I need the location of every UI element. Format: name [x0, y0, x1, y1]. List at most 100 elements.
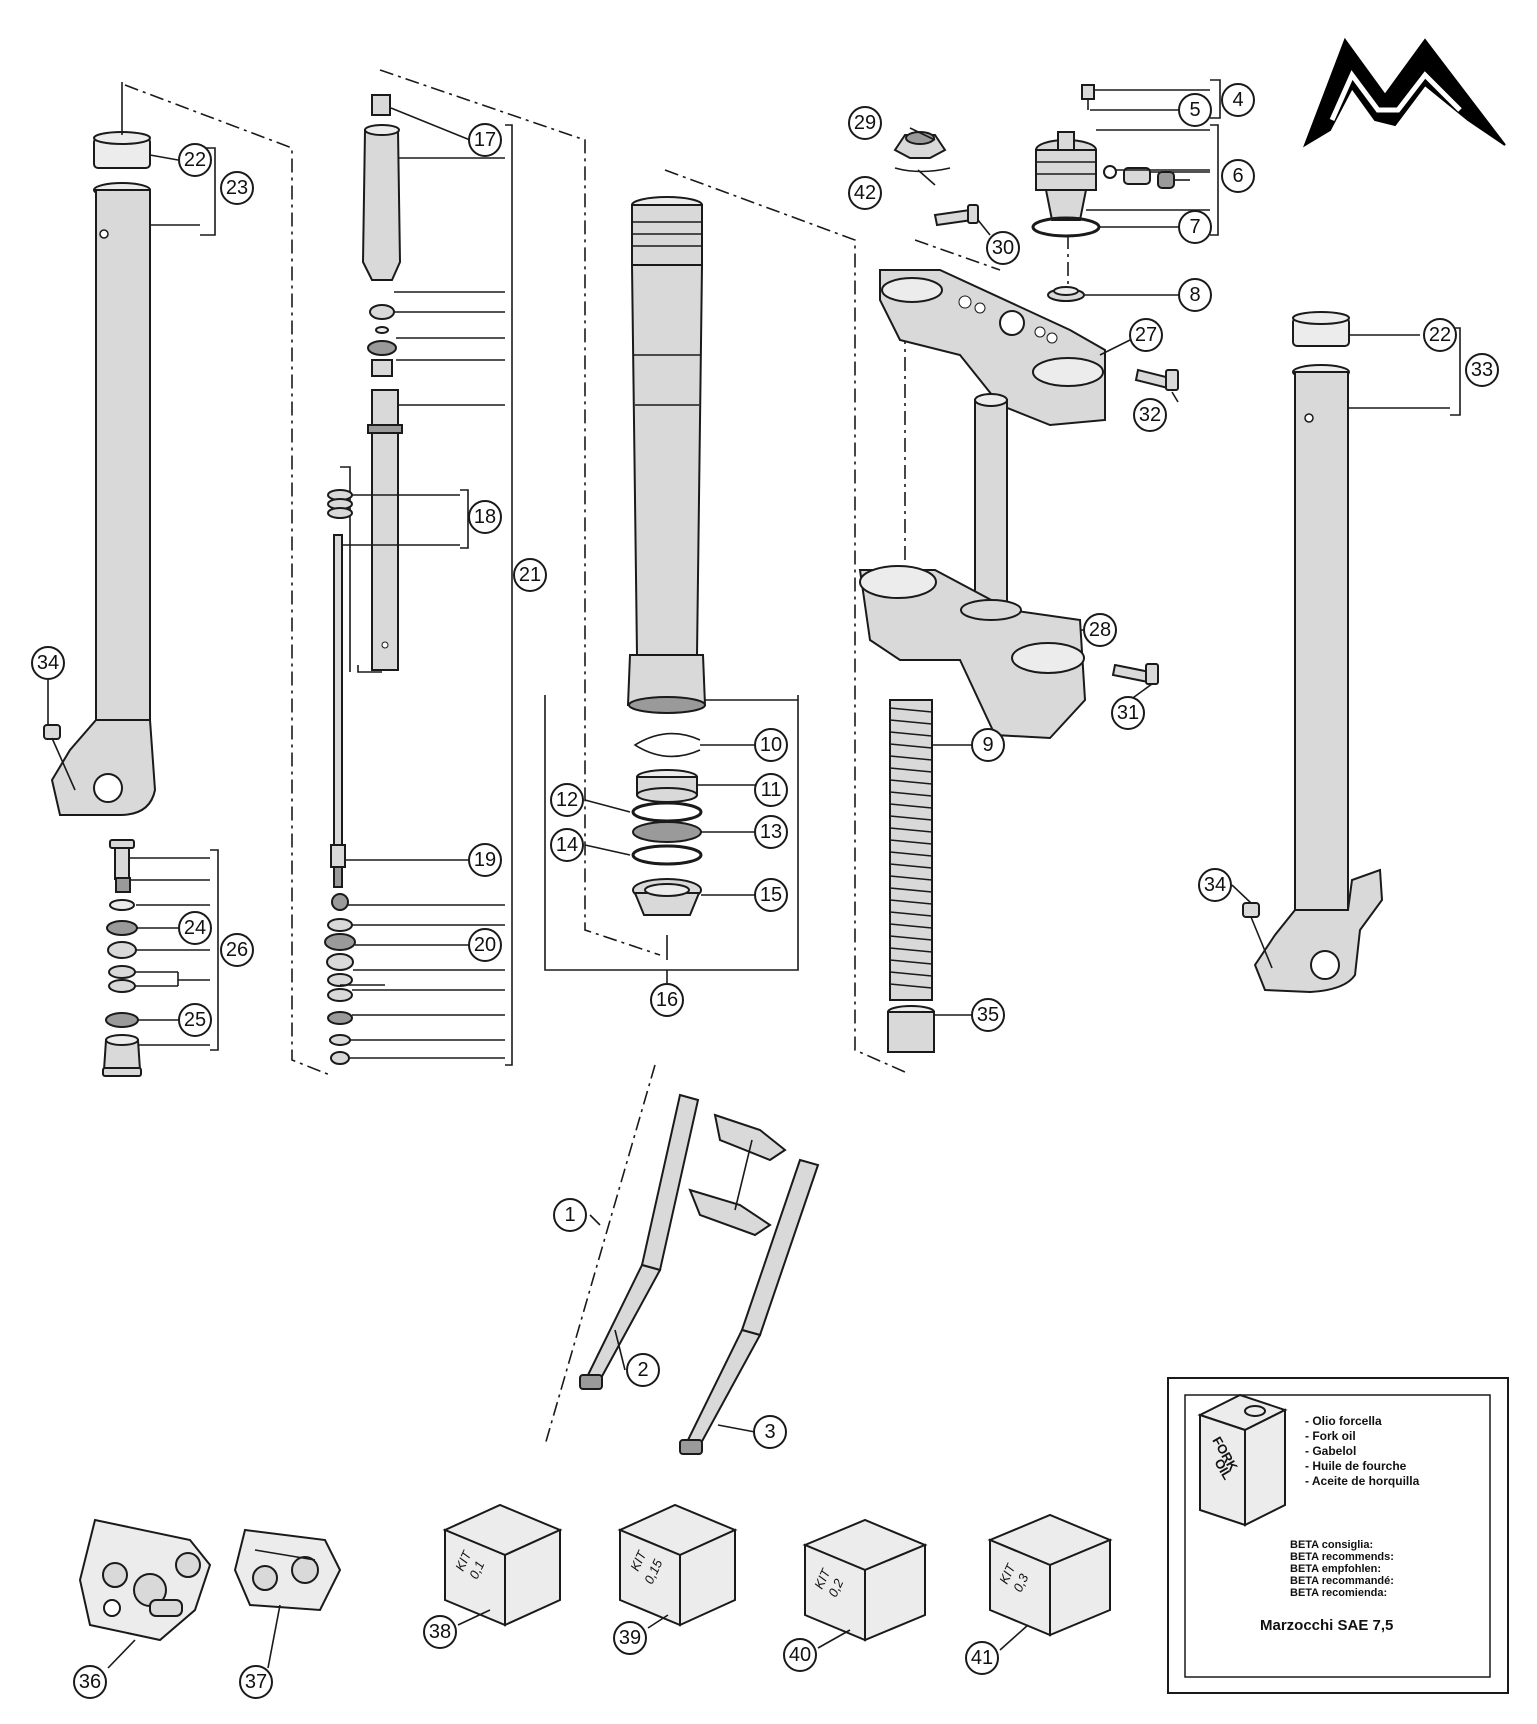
svg-text:9: 9 — [982, 734, 993, 756]
callout-32: 32 — [1133, 398, 1167, 432]
oil-name-en: - Fork oil — [1305, 1429, 1356, 1443]
svg-text:17: 17 — [474, 129, 496, 151]
svg-text:7: 7 — [1189, 216, 1200, 238]
callout-10: 10 — [754, 728, 788, 762]
callout-29: 29 — [848, 106, 882, 140]
svg-text:33: 33 — [1471, 359, 1493, 381]
recommend-de: BETA empfohlen: — [1290, 1563, 1381, 1575]
callout-21: 21 — [513, 558, 547, 592]
callout-6: 6 — [1221, 159, 1255, 193]
svg-text:27: 27 — [1135, 324, 1157, 346]
svg-text:30: 30 — [992, 237, 1014, 259]
callout-35: 35 — [971, 998, 1005, 1032]
svg-text:15: 15 — [760, 884, 782, 906]
left-outer-tube — [43, 131, 157, 816]
callout-3: 3 — [753, 1415, 787, 1449]
callout-31: 31 — [1111, 696, 1145, 730]
svg-text:3: 3 — [764, 1421, 775, 1443]
callout-13: 13 — [754, 815, 788, 849]
callout-34-right: 34 — [1198, 868, 1232, 902]
fork-assembly-thumbnail — [544, 1064, 820, 1455]
svg-text:6: 6 — [1232, 165, 1243, 187]
svg-text:34: 34 — [1204, 874, 1226, 896]
marzocchi-m-logo — [1303, 37, 1506, 148]
svg-text:5: 5 — [1189, 99, 1200, 121]
svg-text:29: 29 — [854, 112, 876, 134]
svg-text:16: 16 — [656, 989, 678, 1011]
oil-name-it: - Olio forcella — [1305, 1414, 1382, 1428]
upper-triple-clamp — [879, 269, 1179, 427]
kit-box-4: KIT 0,3 — [987, 1513, 1113, 1637]
svg-text:37: 37 — [245, 1671, 267, 1693]
callout-1: 1 — [553, 1198, 587, 1232]
svg-text:31: 31 — [1117, 702, 1139, 724]
svg-text:26: 26 — [226, 939, 248, 961]
callout-30: 30 — [986, 231, 1020, 265]
callout-42: 42 — [848, 176, 882, 210]
kit-box-3: KIT 0,2 — [802, 1518, 928, 1642]
callout-22-left: 22 — [178, 143, 212, 177]
svg-text:1: 1 — [564, 1204, 575, 1226]
left-damper-parts — [102, 839, 142, 1077]
svg-text:28: 28 — [1089, 619, 1111, 641]
fork-spring — [887, 699, 935, 1053]
svg-text:38: 38 — [429, 1621, 451, 1643]
kit-box-1: KIT 0,1 — [442, 1503, 563, 1627]
top-cap-parts — [893, 84, 1175, 302]
callout-39: 39 — [613, 1621, 647, 1655]
callout-17: 17 — [468, 123, 502, 157]
callout-36: 36 — [73, 1665, 107, 1699]
oil-name-es: - Aceite de horquilla — [1305, 1474, 1420, 1488]
callout-18: 18 — [468, 500, 502, 534]
callout-25: 25 — [178, 1003, 212, 1037]
callout-11: 11 — [754, 773, 788, 807]
lower-triple-clamp — [858, 393, 1159, 740]
callout-8: 8 — [1178, 278, 1212, 312]
callout-23: 23 — [220, 171, 254, 205]
svg-text:13: 13 — [760, 821, 782, 843]
callout-15: 15 — [754, 878, 788, 912]
svg-text:2: 2 — [637, 1359, 648, 1381]
svg-text:4: 4 — [1232, 89, 1243, 111]
callout-33: 33 — [1465, 353, 1499, 387]
svg-text:19: 19 — [474, 849, 496, 871]
kit-label-line2: 0,1 — [466, 1559, 487, 1582]
oil-product: Marzocchi SAE 7,5 — [1260, 1617, 1393, 1634]
recommend-fr: BETA recommandé: — [1290, 1575, 1394, 1587]
inner-tube — [626, 196, 707, 916]
kit-label-line2: 0,3 — [1010, 1571, 1032, 1594]
callout-20: 20 — [468, 928, 502, 962]
callout-4: 4 — [1221, 83, 1255, 117]
oil-name-fr: - Huile de fourche — [1305, 1459, 1407, 1473]
recommend-en: BETA recommends: — [1290, 1551, 1394, 1563]
right-outer-tube — [1242, 311, 1384, 994]
callout-14: 14 — [550, 828, 584, 862]
svg-text:12: 12 — [556, 789, 578, 811]
callout-2: 2 — [626, 1353, 660, 1387]
callout-38: 38 — [423, 1615, 457, 1649]
svg-text:41: 41 — [971, 1647, 993, 1669]
leader-lines — [47, 79, 1461, 1669]
svg-text:24: 24 — [184, 917, 206, 939]
svg-text:39: 39 — [619, 1627, 641, 1649]
assembly-lines — [124, 69, 1069, 1076]
svg-text:10: 10 — [760, 734, 782, 756]
svg-text:35: 35 — [977, 1004, 999, 1026]
kit-box-2: KIT 0,15 — [617, 1503, 738, 1627]
svg-text:32: 32 — [1139, 404, 1161, 426]
svg-text:36: 36 — [79, 1671, 101, 1693]
svg-text:21: 21 — [519, 564, 541, 586]
svg-text:22: 22 — [1429, 324, 1451, 346]
svg-text:40: 40 — [789, 1644, 811, 1666]
callout-37: 37 — [239, 1665, 273, 1699]
svg-text:34: 34 — [37, 652, 59, 674]
callout-16: 16 — [650, 983, 684, 1017]
callout-34-left: 34 — [31, 646, 65, 680]
svg-text:18: 18 — [474, 506, 496, 528]
recommend-it: BETA consiglia: — [1290, 1539, 1373, 1551]
callout-12: 12 — [550, 783, 584, 817]
callout-24: 24 — [178, 911, 212, 945]
callout-19: 19 — [468, 843, 502, 877]
svg-text:14: 14 — [556, 834, 578, 856]
svg-text:42: 42 — [854, 182, 876, 204]
